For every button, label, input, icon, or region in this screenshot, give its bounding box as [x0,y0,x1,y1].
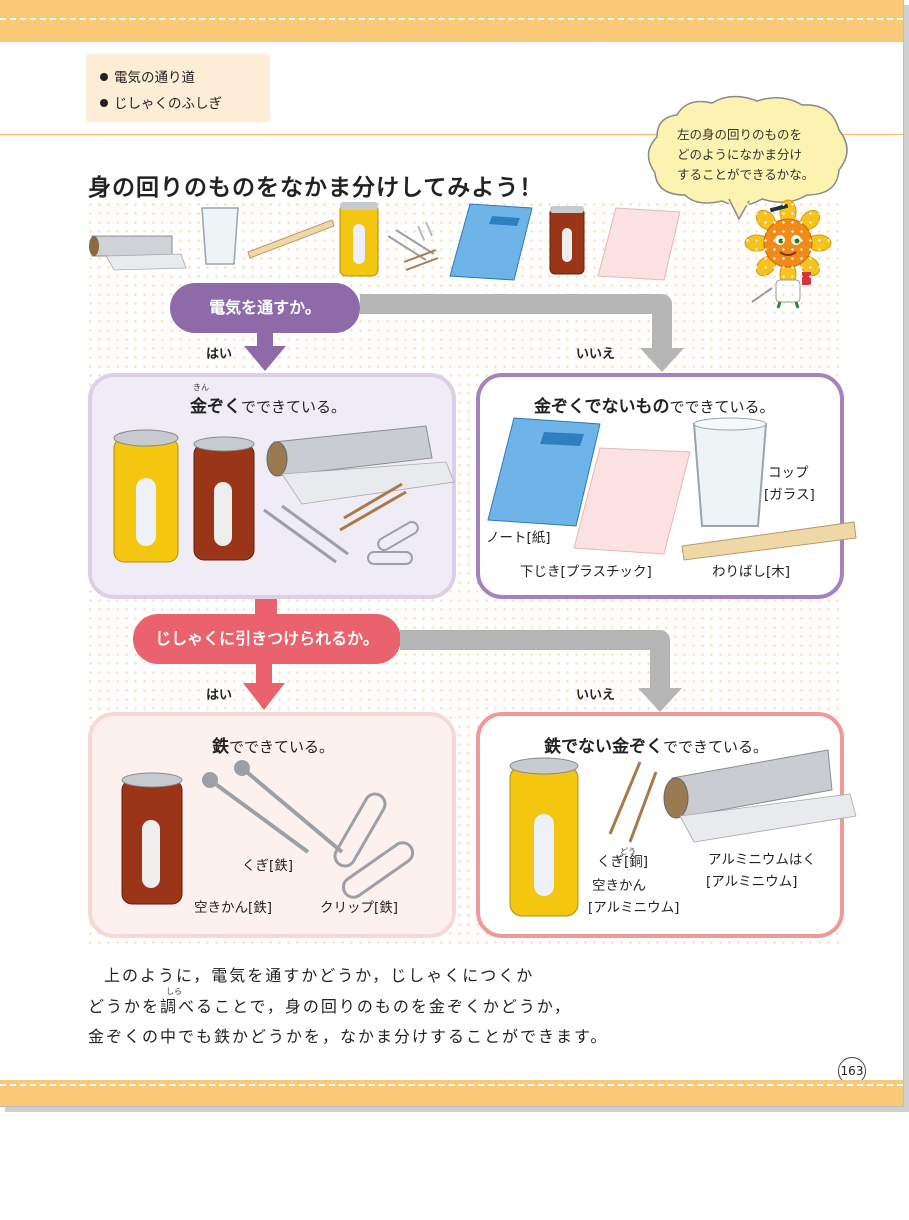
foil-roll-icon [89,235,187,271]
can-label: 空きかん[鉄] [194,900,273,916]
no-label: いいえ [576,688,616,703]
pencil-board-label: 下じき[プラスチック] [520,564,652,580]
summary-line: 金ぞくの中でも鉄かどうかを，なかま分けすることができます。 [88,1027,609,1046]
topic-item: 電気の通り道 [100,66,195,86]
summary-line: どうかを調べることで，身の回りのものを金ぞくかどうか， [88,997,572,1016]
ruby-text: しら [166,987,182,996]
notebook-icon [449,203,533,281]
top-band [0,0,903,42]
foil-material-label: [アルミニウム] [706,874,798,890]
question-electricity: 電気を通すか。 [170,283,360,333]
speech-bubble: 左の身の回りのものを どのようになかま分け することができるかな。 [647,95,852,221]
bottom-band [0,1080,903,1106]
iron-items-illustration [121,760,415,905]
metal-box-title: 金ぞくでできている。 [190,397,347,417]
page-title: 身の回りのものをなかま分けしてみよう！ [88,175,544,201]
chopsticks-icon [681,521,857,561]
pencil-board-icon [597,207,681,281]
bubble-line: 左の身の回りのものを [677,127,803,142]
chopsticks-label: わりばし[木] [712,564,791,580]
chopsticks-icon [247,219,335,259]
paper-clips-icon [333,792,415,899]
yellow-can-icon [509,757,579,917]
metal-items-illustration [113,425,455,565]
summary-line: 上のように，電気を通すかどうか，じしゃくにつくか [104,966,535,985]
topic-item: じしゃくのふしぎ [100,92,222,112]
notebook-label: ノート[紙] [486,530,551,546]
can-material-label: [アルミニウム] [588,900,680,916]
brown-can-icon [193,436,255,561]
no-label: いいえ [576,347,616,362]
question-magnet: じしゃくに引きつけられるか。 [133,614,401,664]
flow-arrows [243,294,684,712]
paper-clips-icon [367,521,419,565]
header-rule [0,134,903,135]
foil-roll-icon [266,425,455,505]
yes-label: はい [206,347,233,362]
nonferrous-box-title: 鉄でない金ぞくでできている。 [544,737,769,757]
iron-box-title: 鉄でできている。 [212,737,335,757]
nails-icon [263,482,407,564]
foil-roll-icon [663,749,857,843]
glass-cup-icon [201,207,239,265]
copper-nails-icon [608,761,658,843]
yellow-can-icon [339,202,379,277]
nonmetal-items-illustration [487,417,857,561]
nonferrous-items-illustration [509,749,857,917]
nonmetal-box-title: 金ぞくでないものでできている。 [534,397,775,417]
brown-can-icon [121,772,183,905]
textbook-page: 電気の通り道 じしゃくのふしぎ 身の回りのものをなかま分けしてみよう！ 左の身の… [0,0,904,1107]
yellow-can-icon [113,429,179,563]
bubble-line: どのようになかま分け [677,147,803,162]
nails-icon [202,760,344,854]
cup-label: コップ [768,465,809,481]
clip-label: クリップ[鉄] [320,900,399,916]
copper-nail-label: くぎ[銅] [597,854,649,870]
can-label: 空きかん [592,878,646,894]
cup-material-label: [ガラス] [764,487,815,503]
ruby-text: きん [193,383,209,392]
topics-box: 電気の通り道 じしゃくのふしぎ [86,54,270,122]
foil-label: アルミニウムはく [708,852,816,868]
ruby-text: どう [620,847,636,856]
notebook-icon [487,417,601,527]
glass-cup-icon [692,417,768,527]
yes-label: はい [206,688,233,703]
item-row-illustration [89,202,681,281]
bubble-line: することができるかな。 [677,167,815,182]
pencil-board-icon [573,447,691,555]
nail-label: くぎ[鉄] [242,858,294,874]
brown-can-icon [549,206,585,275]
nails-clips-icon [387,221,439,271]
